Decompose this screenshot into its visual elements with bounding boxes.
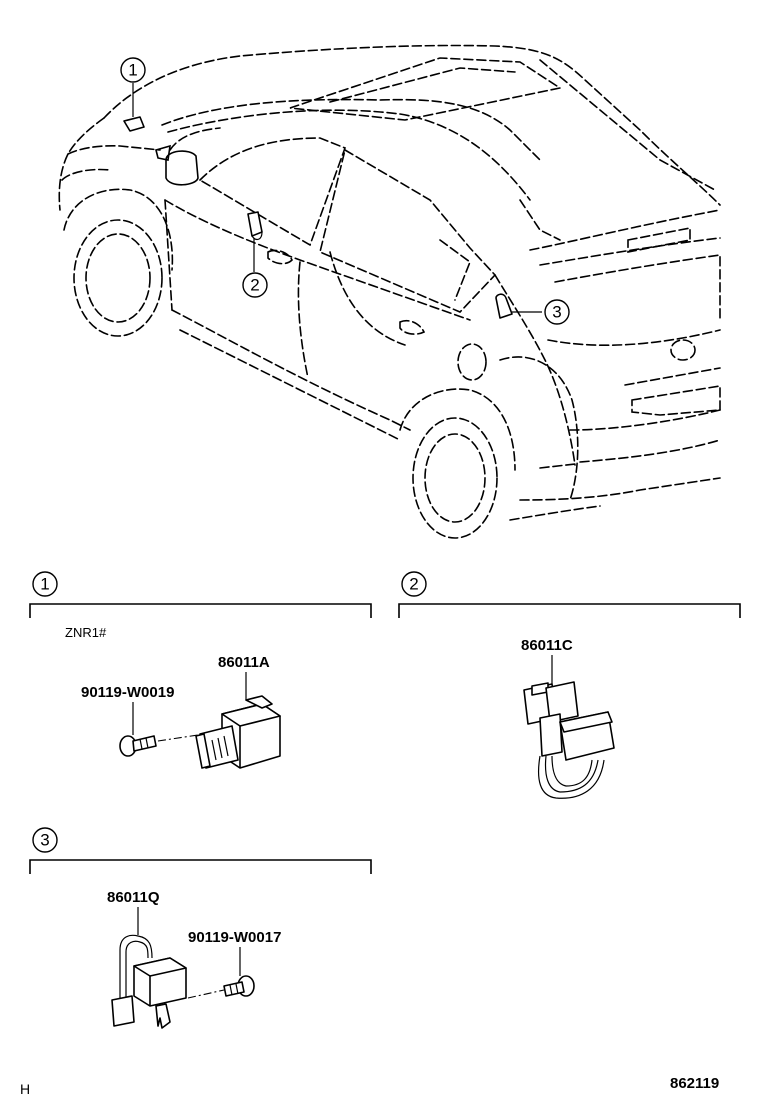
part-number-86011A: 86011A	[218, 654, 270, 671]
svg-text:2: 2	[250, 276, 259, 295]
section-1-bracket	[29, 603, 372, 618]
section-1-badge	[32, 571, 58, 597]
relay-86011A-drawing	[195, 695, 281, 769]
part-location-1-marker	[123, 83, 145, 132]
callout-2: 2	[242, 272, 268, 298]
section-1-variant: ZNR1#	[65, 625, 107, 640]
section-3: 3 86011Q 90119-W0017	[29, 827, 372, 1029]
section-1: 1 ZNR1# 86011A 90119-W0019	[29, 571, 372, 769]
callout-3: 3	[544, 299, 570, 325]
part-location-2-marker	[247, 211, 263, 272]
footer-left-mark: H	[20, 1081, 30, 1097]
svg-text:1: 1	[128, 61, 137, 80]
harness-86011C-drawing	[523, 681, 615, 799]
diagram-id: 862119	[670, 1075, 719, 1092]
svg-text:3: 3	[552, 303, 561, 322]
part-number-86011C: 86011C	[521, 637, 573, 654]
section-1-number: 1	[40, 575, 49, 594]
part-number-90119-W0019: 90119-W0019	[81, 684, 174, 701]
part-number-86011Q: 86011Q	[107, 889, 160, 906]
section-3-bracket	[29, 859, 372, 874]
section-3-badge	[32, 827, 58, 853]
vehicle-illustration	[58, 44, 721, 539]
section-2-bracket	[398, 603, 741, 618]
section-2: 2 86011C	[398, 571, 741, 799]
screw-90119-W0019-drawing	[119, 735, 157, 757]
part-location-3-marker	[495, 293, 542, 319]
section-2-number: 2	[409, 575, 418, 594]
section-2-badge	[401, 571, 427, 597]
sensor-86011Q-drawing	[111, 934, 187, 1029]
part-number-90119-W0017: 90119-W0017	[188, 929, 281, 946]
screw-90119-W0017-drawing	[223, 975, 255, 997]
section-3-number: 3	[40, 831, 49, 850]
callout-1: 1	[120, 57, 146, 83]
